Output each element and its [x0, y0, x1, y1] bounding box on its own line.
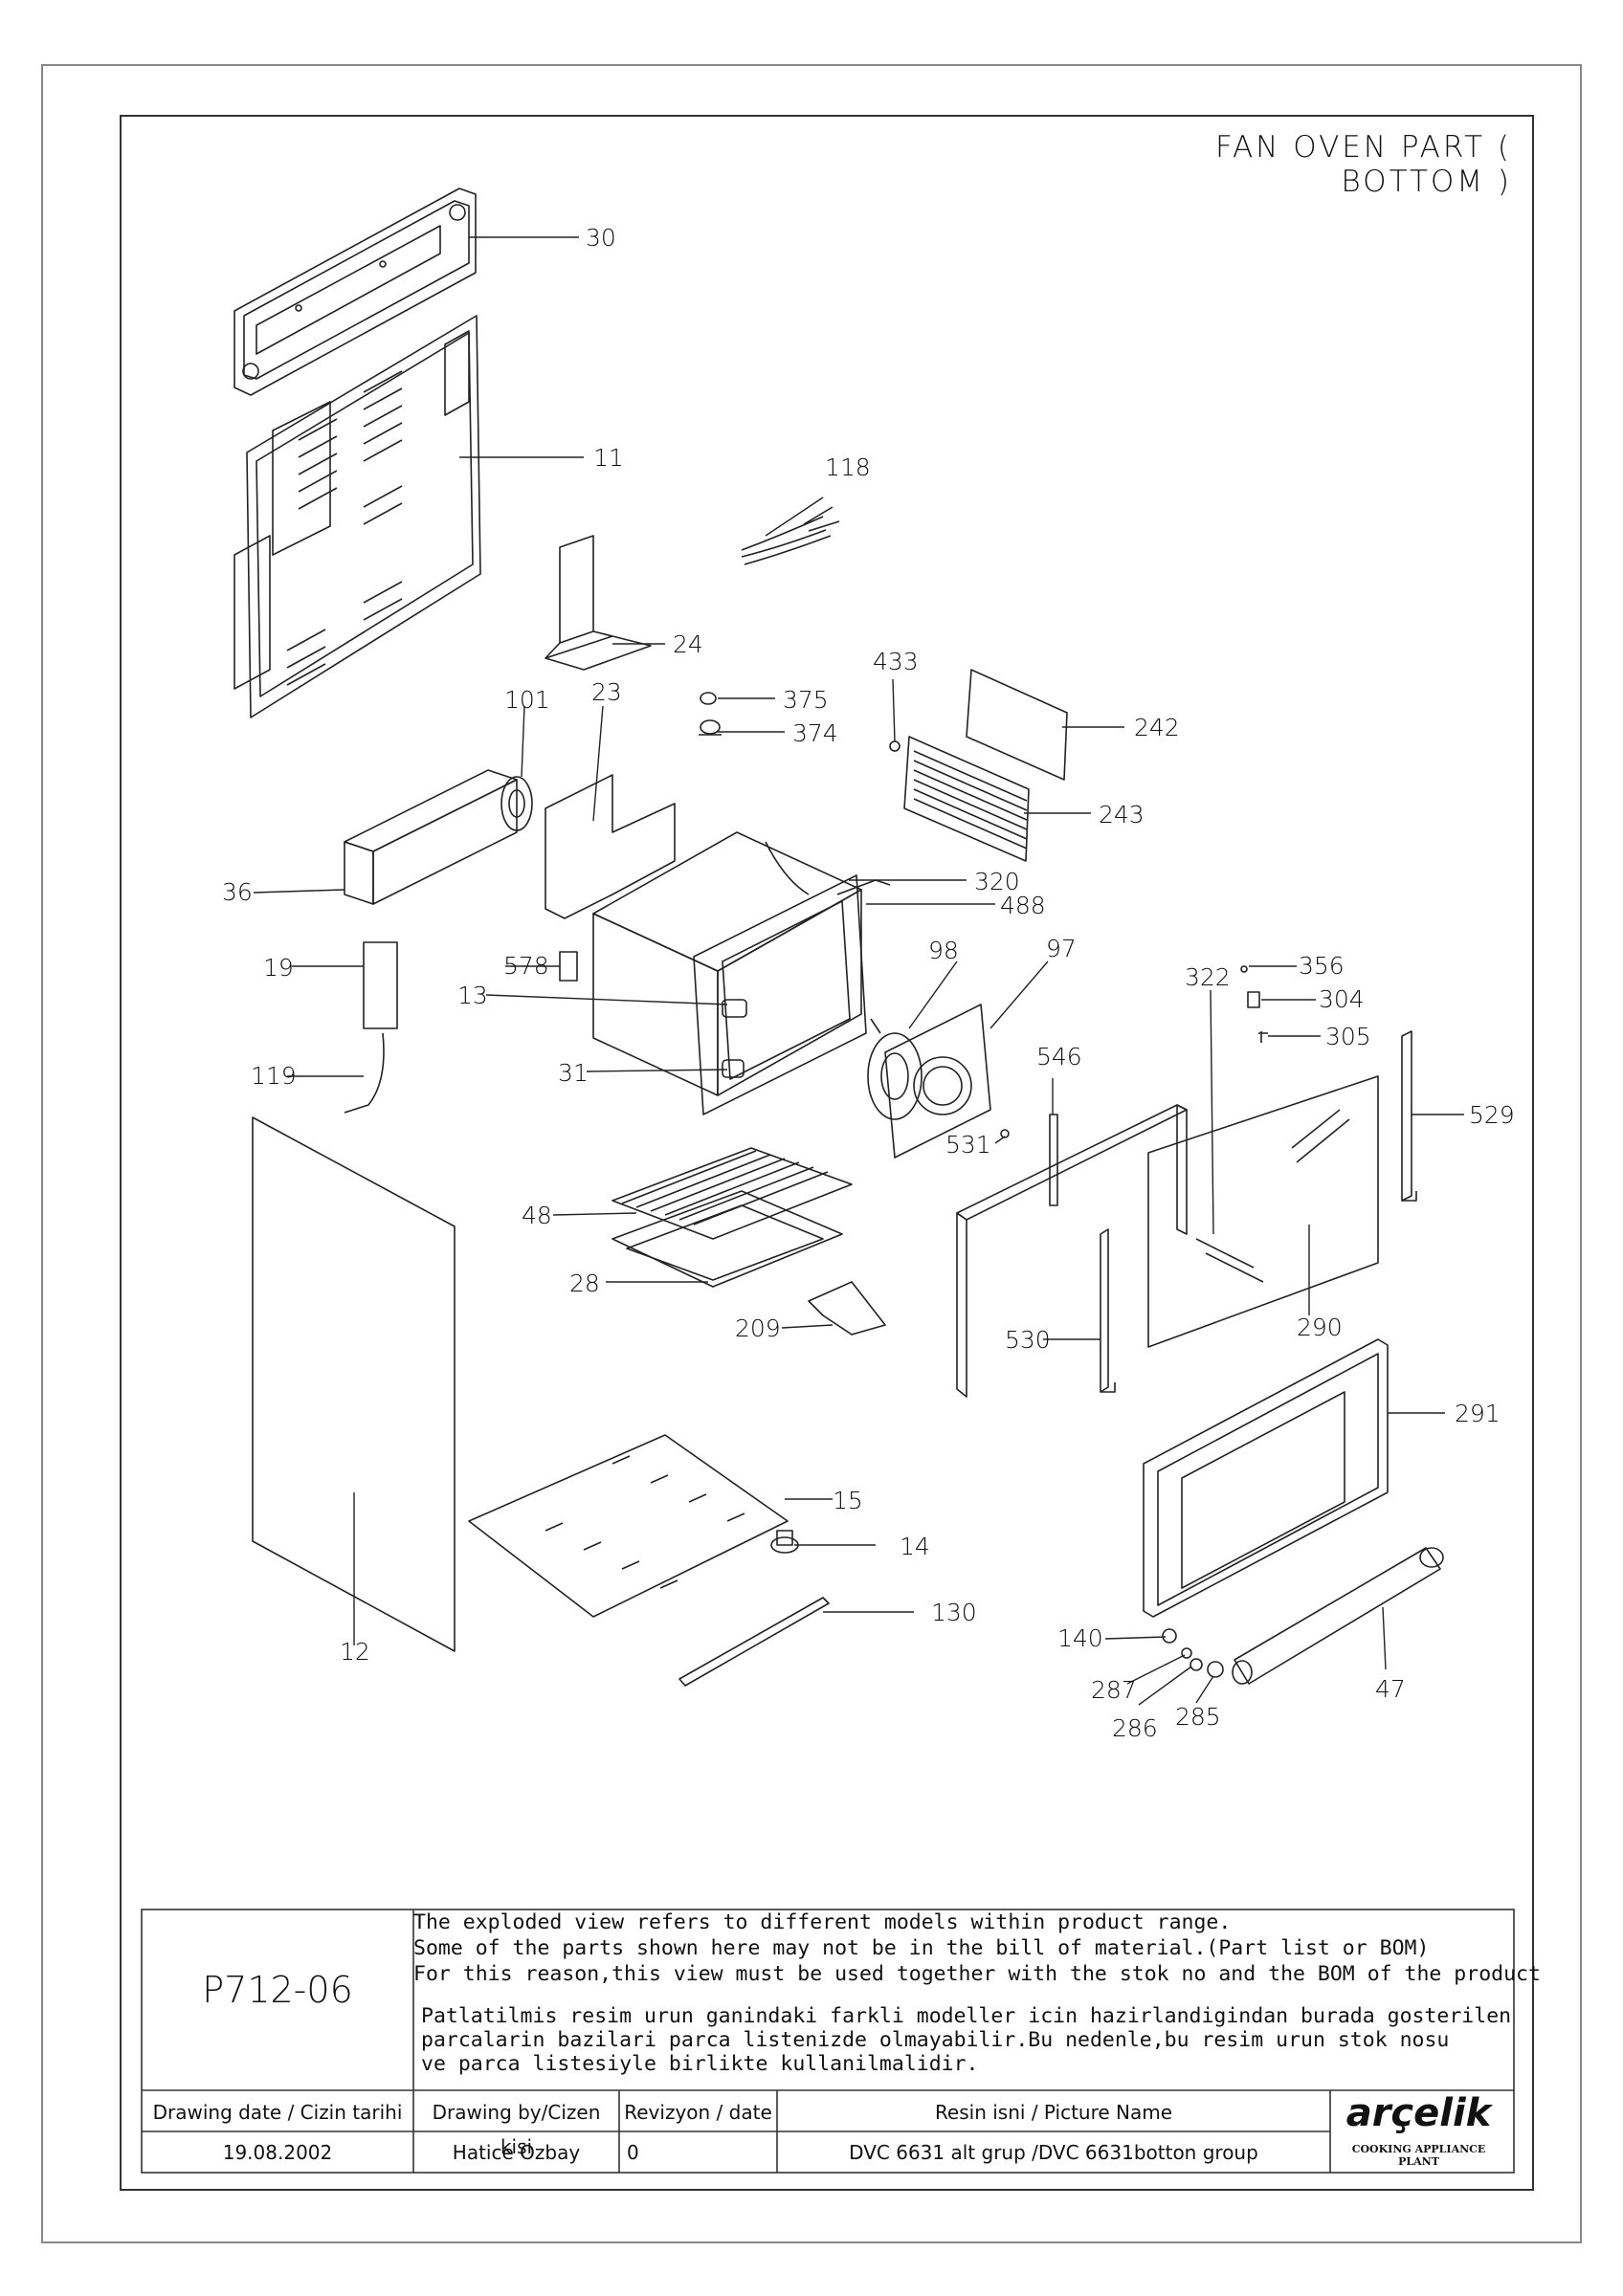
callout-529: 529: [1469, 1101, 1515, 1129]
callout-24: 24: [673, 630, 703, 658]
part-291-door: [1143, 1338, 1389, 1618]
callout-130: 130: [931, 1599, 977, 1626]
callout-290: 290: [1297, 1314, 1343, 1341]
drawing-date-label: Drawing date / Cizin tarihi: [152, 2101, 403, 2124]
part-11-back-panel: [233, 315, 481, 718]
callout-23: 23: [591, 678, 622, 706]
callout-433: 433: [873, 648, 919, 675]
part-24-bracket: [545, 535, 652, 671]
part-36-box: [344, 769, 518, 905]
part-546-pin: [1049, 1114, 1058, 1206]
part-243-grille: [903, 736, 1030, 862]
part-356-screw: [1240, 965, 1248, 973]
part-101-ring: [500, 776, 533, 831]
callout-375: 375: [783, 686, 829, 714]
part-30-top-trim: [233, 188, 477, 396]
callout-304: 304: [1319, 985, 1365, 1013]
outer-frame: [41, 64, 1582, 2243]
drawn-by-label: Drawing by/Cizen kisi: [432, 2101, 601, 2158]
part-290-glass: [1147, 1075, 1379, 1348]
inner-frame: [120, 115, 1534, 2191]
part-28-tray: [611, 1190, 843, 1288]
callout-15: 15: [833, 1487, 863, 1514]
callout-30: 30: [586, 224, 616, 252]
drawing-date-value: 19.08.2002: [222, 2141, 333, 2164]
callout-530: 530: [1005, 1326, 1051, 1354]
callout-48: 48: [522, 1202, 552, 1229]
part-13-hinge: [722, 999, 747, 1018]
part-305-spring: [1258, 1031, 1268, 1043]
callout-97: 97: [1046, 935, 1077, 962]
callout-291: 291: [1455, 1400, 1501, 1427]
callout-285: 285: [1175, 1703, 1221, 1731]
part-130-strip: [678, 1597, 830, 1687]
part-47-door-handle: [1232, 1547, 1444, 1685]
callout-28: 28: [569, 1269, 600, 1297]
part-15-bottom-plate: [468, 1434, 789, 1618]
drawing-code: P712-06: [202, 1969, 353, 2011]
picture-name-value: DVC 6631 alt grup /DVC 6631botton group: [849, 2141, 1258, 2164]
part-375-374-knob: [699, 692, 722, 736]
part-19-thermostat: [344, 941, 398, 1114]
drawn-by-value: Hatice Ozbay: [452, 2141, 581, 2164]
callout-36: 36: [222, 878, 253, 906]
callout-19: 19: [263, 954, 294, 982]
part-98-fan: [867, 1018, 923, 1120]
drawing-title: FAN OVEN PART ( BOTTOM ): [1214, 130, 1512, 199]
callout-243: 243: [1099, 801, 1145, 828]
callout-140: 140: [1057, 1624, 1103, 1652]
part-286-washer: [1189, 1658, 1203, 1671]
note-english: The exploded view refers to different mo…: [413, 1910, 1541, 1986]
callout-356: 356: [1299, 952, 1345, 980]
part-23-side-bracket: [545, 774, 676, 919]
callout-374: 374: [792, 719, 838, 747]
part-31-hinge: [722, 1059, 745, 1078]
callout-305: 305: [1325, 1023, 1371, 1050]
callout-14: 14: [900, 1533, 930, 1560]
callout-12: 12: [340, 1638, 370, 1666]
callout-13: 13: [457, 982, 488, 1009]
part-320-cavity: [592, 831, 862, 1096]
brand-logo: arçelik: [1345, 2091, 1492, 2135]
callout-242: 242: [1134, 714, 1180, 741]
callout-320: 320: [974, 868, 1020, 895]
part-140-washer: [1162, 1628, 1177, 1644]
callout-578: 578: [503, 952, 549, 980]
part-531-screw: [1000, 1129, 1010, 1138]
callout-118: 118: [825, 453, 871, 481]
part-97-fan-cover: [884, 1004, 991, 1159]
part-48-wire-rack: [611, 1147, 853, 1240]
picture-name-label: Resin isni / Picture Name: [934, 2101, 1173, 2124]
callout-287: 287: [1091, 1676, 1137, 1704]
callout-101: 101: [504, 686, 550, 714]
revision-label: Revizyon / date: [624, 2101, 772, 2124]
part-322-front-frame: [956, 1104, 1188, 1398]
callout-531: 531: [945, 1131, 991, 1159]
revision-value: 0: [627, 2141, 639, 2164]
part-304-clip: [1247, 991, 1260, 1008]
callout-31: 31: [558, 1059, 589, 1087]
callout-286: 286: [1112, 1714, 1158, 1742]
part-12-side-panel: [252, 1116, 456, 1652]
part-209-rail-clip: [808, 1281, 886, 1336]
note-turkish: Patlatilmis resim urun ganindaki farkli …: [421, 2004, 1512, 2076]
callout-546: 546: [1036, 1043, 1082, 1071]
part-287-washer: [1181, 1647, 1192, 1659]
callout-98: 98: [928, 937, 959, 964]
callout-322: 322: [1185, 963, 1231, 991]
part-529-door-rail: [1401, 1030, 1417, 1202]
part-118-wire-bundle: [741, 506, 840, 565]
callout-488: 488: [1000, 892, 1046, 919]
callout-119: 119: [251, 1062, 297, 1090]
callout-209: 209: [735, 1314, 781, 1342]
part-285-spacer: [1207, 1661, 1224, 1678]
callout-47: 47: [1375, 1675, 1406, 1703]
part-242-plate: [966, 669, 1068, 781]
callout-11: 11: [593, 444, 624, 472]
plant-name: COOKING APPLIANCE PLANT: [1351, 2143, 1486, 2168]
